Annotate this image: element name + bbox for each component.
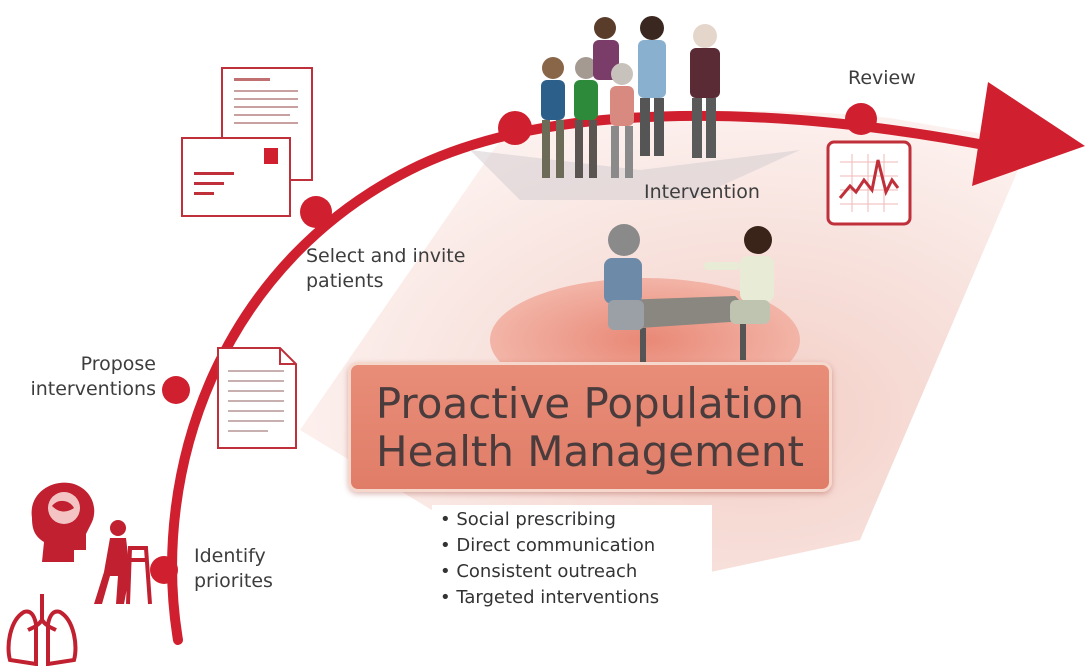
step-label-identify: Identify priorites xyxy=(194,544,273,594)
document-icon xyxy=(217,347,297,449)
bullet-list: Social prescribing Direct communication … xyxy=(432,505,712,637)
step-dot-select xyxy=(300,196,332,228)
step-label-select-line1: Select and invite xyxy=(306,245,466,267)
step-label-review-line1: Review xyxy=(848,67,916,89)
lungs-icon xyxy=(6,594,78,667)
diagram-title-line2: Health Management xyxy=(376,427,804,476)
step-dot-review xyxy=(845,103,877,135)
bullet-item: Targeted interventions xyxy=(440,585,712,611)
step-label-intervention-line1: Intervention xyxy=(644,181,760,203)
step-dot-propose xyxy=(162,376,190,404)
step-label-review: Review xyxy=(848,66,916,91)
bullet-item: Consistent outreach xyxy=(440,559,712,585)
step-label-identify-line2: priorites xyxy=(194,570,273,592)
step-label-identify-line1: Identify xyxy=(194,545,266,567)
letter-icon xyxy=(181,67,313,217)
arrow-head xyxy=(972,82,1085,186)
progress-arc xyxy=(167,110,1005,645)
brain-head-icon xyxy=(31,482,95,562)
walker-person-icon xyxy=(94,520,152,605)
step-dot-intervention xyxy=(498,111,532,145)
step-dot-identify xyxy=(150,556,178,584)
bullet-item: Social prescribing xyxy=(440,507,712,533)
step-label-propose: Propose interventions xyxy=(8,352,156,402)
title-panel: Proactive Population Health Management xyxy=(348,362,832,492)
consultation-icon xyxy=(604,224,774,368)
people-group-icon xyxy=(470,16,800,200)
step-label-intervention: Intervention xyxy=(644,180,760,205)
review-chart-icon xyxy=(826,140,912,226)
step-label-propose-line2: interventions xyxy=(30,378,156,400)
bullet-item: Direct communication xyxy=(440,533,712,559)
diagram-title-line1: Proactive Population xyxy=(375,379,805,428)
step-label-propose-line1: Propose xyxy=(80,353,156,375)
step-label-select-line2: patients xyxy=(306,270,384,292)
step-label-select: Select and invite patients xyxy=(306,244,465,294)
